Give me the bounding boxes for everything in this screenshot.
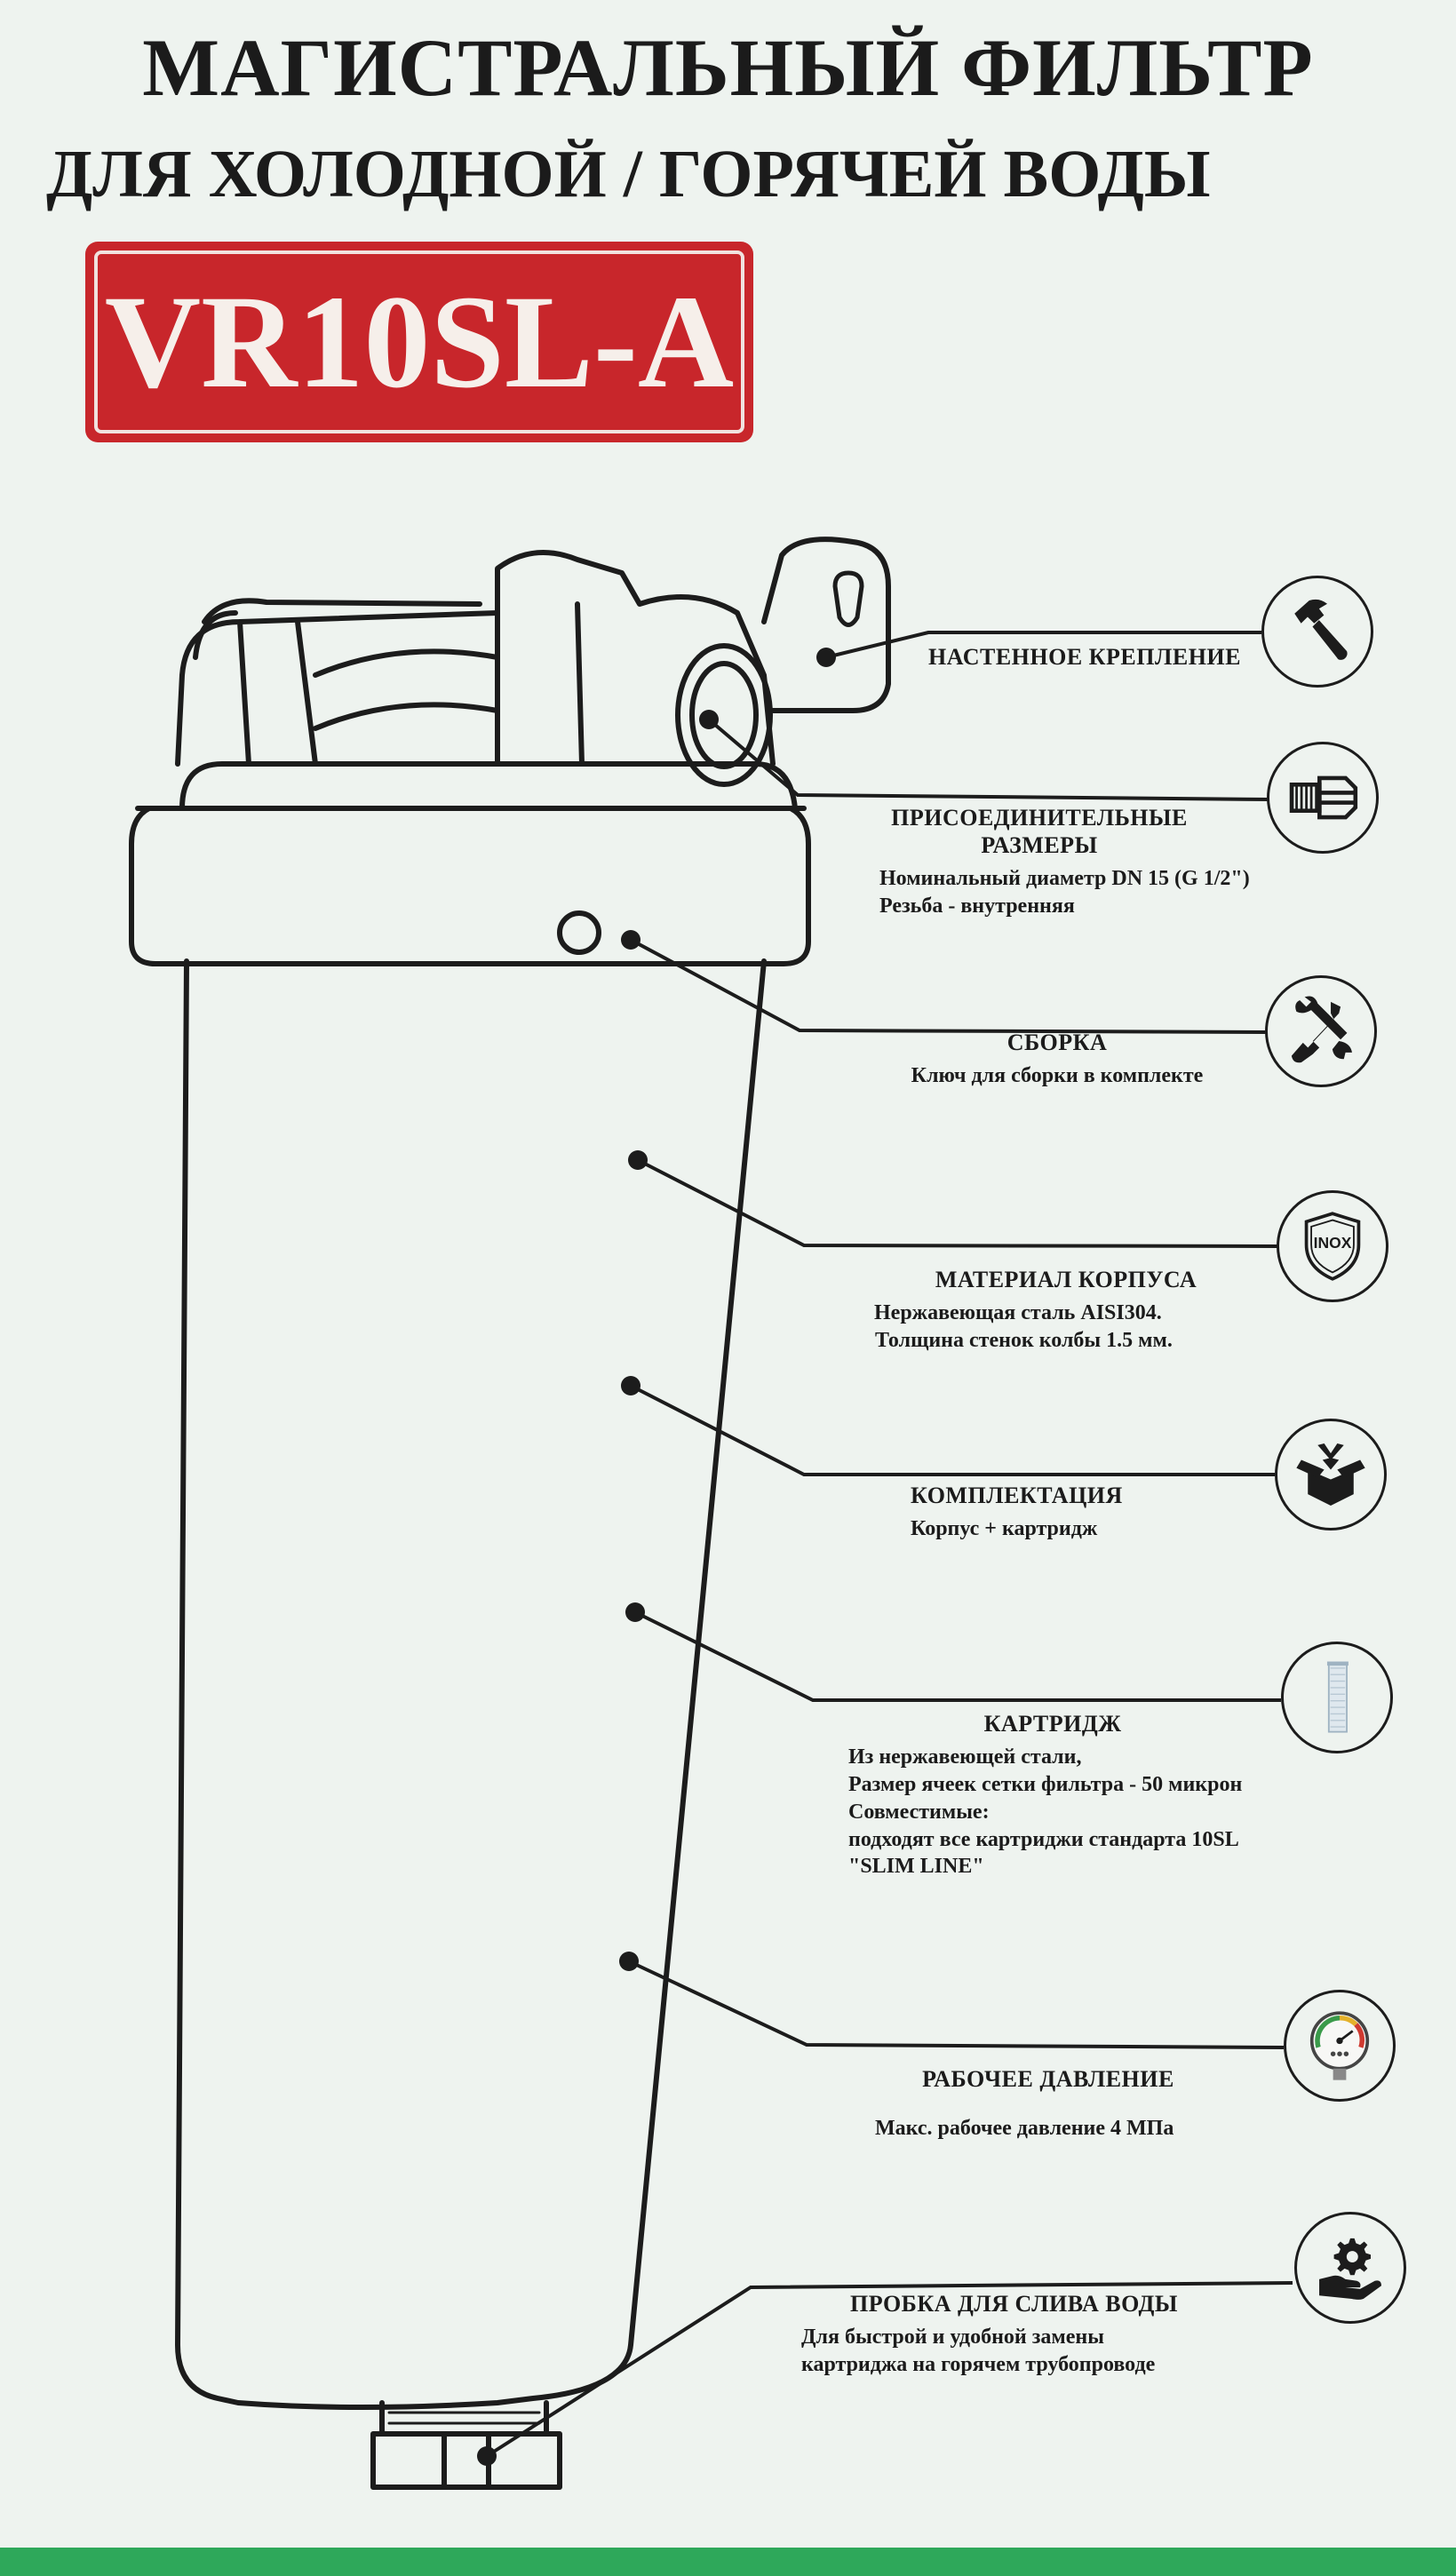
- page-subtitle: ДЛЯ ХОЛОДНОЙ / ГОРЯЧЕЙ ВОДЫ: [46, 137, 1211, 211]
- feature-title: СБОРКА: [1006, 1030, 1108, 1055]
- leader-line-8: [485, 2281, 1293, 2458]
- feature-title-line2: РАЗМЕРЫ: [981, 832, 1098, 859]
- feature-text: Для быстрой и удобной замены: [801, 2326, 1104, 2349]
- feature-text: подходят все картриджи стандарта 10SL: [848, 1827, 1239, 1851]
- feature-housing-material: МАТЕРИАЛ КОРПУСА Нержавеющая сталь AISI3…: [874, 1266, 1257, 1354]
- filter-head-cap: [129, 806, 811, 966]
- feature-text: Макс. рабочее давление 4 МПа: [875, 2117, 1174, 2141]
- hand-gear-icon: [1294, 2212, 1406, 2324]
- feature-title: НАСТЕННОЕ КРЕПЛЕНИЕ: [928, 644, 1241, 670]
- feature-text: Ключ для сборки в комплекте: [911, 1064, 1204, 1088]
- feature-title: ПРИСОЕДИНИТЕЛЬНЫЕ: [891, 805, 1188, 831]
- feature-title: РАБОЧЕЕ ДАВЛЕНИЕ: [922, 2066, 1174, 2092]
- feature-connection: ПРИСОЕДИНИТЕЛЬНЫЕ РАЗМЕРЫ Номинальный ди…: [879, 804, 1250, 919]
- feature-text: Резьба - внутренняя: [879, 894, 1075, 918]
- model-name: VR10SL-A: [104, 268, 735, 416]
- package-icon: [1275, 1419, 1387, 1530]
- wall-bracket: [761, 537, 891, 713]
- filter-head-top: [175, 550, 776, 767]
- feature-title: КОМПЛЕКТАЦИЯ: [911, 1483, 1123, 1508]
- leader-line-6: [634, 1610, 1281, 1702]
- feature-working-pressure: РАБОЧЕЕ ДАВЛЕНИЕ Макс. рабочее давление …: [875, 2065, 1221, 2142]
- feature-text: Толщина стенок колбы 1.5 мм.: [875, 1328, 1173, 1352]
- pipe-fitting-icon: [1267, 742, 1379, 854]
- leader-line-2: [707, 718, 1271, 801]
- feature-text: картриджа на горячем трубопроводе: [801, 2352, 1156, 2376]
- model-badge: VR10SL-A: [85, 242, 753, 442]
- leader-line-7: [628, 1960, 1285, 2049]
- feature-text: Размер ячеек сетки фильтра - 50 микрон: [848, 1772, 1243, 1796]
- feature-title: КАРТРИДЖ: [983, 1711, 1122, 1737]
- feature-text: Корпус + картридж: [911, 1517, 1098, 1541]
- feature-text: Номинальный диаметр DN 15 (G 1/2"): [879, 867, 1250, 891]
- hammer-icon: [1261, 576, 1373, 688]
- leader-line-5: [630, 1384, 1275, 1476]
- feature-assembly: СБОРКА Ключ для сборки в комплекте: [853, 1029, 1261, 1089]
- feature-cartridge: КАРТРИДЖ Из нержавеющей стали, Размер яч…: [848, 1710, 1257, 1880]
- feature-drain-plug: ПРОБКА ДЛЯ СЛИВА ВОДЫ Для быстрой и удоб…: [801, 2290, 1178, 2378]
- leader-line-1: [825, 631, 1261, 659]
- footer-strip: [0, 2548, 1456, 2576]
- feature-title: МАТЕРИАЛ КОРПУСА: [935, 1267, 1197, 1292]
- feature-contents: КОМПЛЕКТАЦИЯ Корпус + картридж: [911, 1482, 1123, 1542]
- feature-text: Из нержавеющей стали,: [848, 1745, 1082, 1769]
- feature-text: Нержавеющая сталь AISI304.: [874, 1301, 1162, 1325]
- leader-line-4: [637, 1158, 1278, 1248]
- page-title: МАГИСТРАЛЬНЫЙ ФИЛЬТР: [142, 22, 1314, 113]
- tools-icon: [1265, 975, 1377, 1087]
- feature-wall-mount: НАСТЕННОЕ КРЕПЛЕНИЕ: [928, 643, 1241, 671]
- inox-label: INOX: [1314, 1234, 1352, 1252]
- leader-line-3: [630, 938, 1267, 1034]
- feature-text: "SLIM LINE": [848, 1855, 984, 1879]
- inox-shield-icon: INOX: [1277, 1190, 1388, 1302]
- pressure-gauge-icon: [1284, 1990, 1396, 2102]
- feature-text: Совместимые:: [848, 1800, 990, 1824]
- feature-title: ПРОБКА ДЛЯ СЛИВА ВОДЫ: [850, 2291, 1178, 2317]
- cartridge-icon: [1281, 1642, 1393, 1753]
- inlet-port: [675, 643, 773, 787]
